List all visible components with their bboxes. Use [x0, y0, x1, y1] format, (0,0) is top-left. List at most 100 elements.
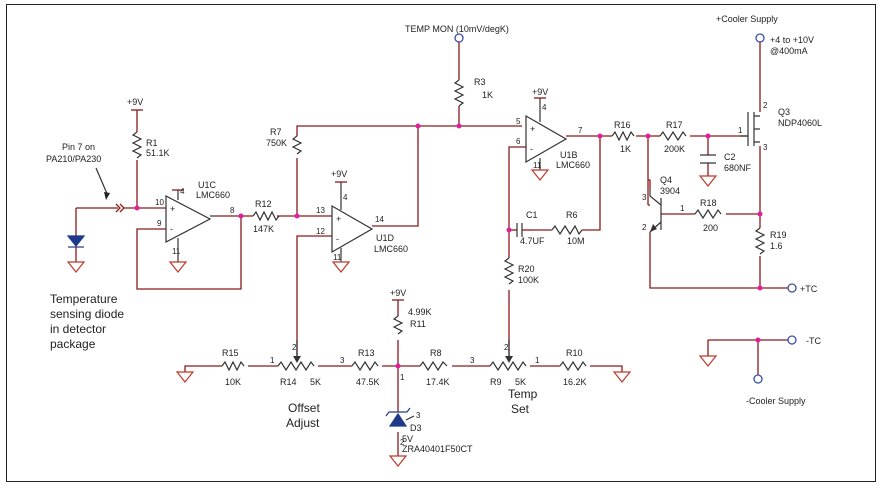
- svg-text:9: 9: [157, 219, 162, 228]
- u1d-ref: U1D: [376, 233, 395, 243]
- r19-symbol: [754, 227, 766, 255]
- d3-zener: [388, 412, 408, 427]
- c2-value: 680NF: [724, 163, 752, 173]
- r14-wiper-arrow: [293, 356, 301, 363]
- plus-tc-label: +TC: [800, 284, 818, 294]
- minus-tc-label: -TC: [806, 336, 821, 346]
- r14-symbol: [277, 360, 315, 372]
- q3-symbol: [740, 112, 760, 146]
- svg-text:2: 2: [504, 343, 509, 352]
- wires: [75, 42, 788, 456]
- c1-symbol: [516, 223, 523, 237]
- svg-text:1: 1: [680, 204, 685, 213]
- pin7-label-1: Pin 7 on: [62, 142, 95, 152]
- temp-mon-label: TEMP MON (10mV/degK): [405, 24, 509, 34]
- svg-text:11: 11: [333, 253, 342, 262]
- svg-text:13: 13: [316, 206, 325, 215]
- ground-d3: [388, 455, 408, 467]
- r3-value: 1K: [482, 90, 493, 100]
- r14-value: 5K: [310, 377, 321, 387]
- svg-text:2: 2: [642, 223, 647, 232]
- svg-text:3: 3: [642, 193, 647, 202]
- r12-symbol: [252, 210, 280, 222]
- op-amps: + - + - + -: [165, 98, 568, 262]
- r15-ref: R15: [222, 348, 239, 358]
- d3-part: ZRA40401F50CT: [402, 444, 473, 454]
- r6-value: 10M: [567, 236, 585, 246]
- ground-u1b: [530, 169, 550, 181]
- plus9v-label-u1d: +9V: [331, 169, 347, 179]
- plus9v-label-r1: +9V: [127, 97, 143, 107]
- plus-tc-terminal: [787, 283, 797, 293]
- ground-u1d: [331, 261, 351, 273]
- plus9v-label-u1b: +9V: [532, 87, 548, 97]
- u1d-value: LMC660: [374, 244, 408, 254]
- r15-value: 10K: [225, 377, 241, 387]
- u1b-value: LMC660: [556, 160, 590, 170]
- r15-symbol: [221, 360, 245, 372]
- svg-text:3: 3: [340, 356, 345, 365]
- r16-value: 1K: [620, 144, 631, 154]
- svg-text:1: 1: [738, 126, 743, 135]
- r11-value: 4.99K: [408, 307, 432, 317]
- q4-ref: Q4: [660, 175, 672, 185]
- svg-text:2: 2: [400, 438, 405, 447]
- svg-text:11: 11: [172, 247, 181, 256]
- minus-cooler-supply-label: -Cooler Supply: [746, 396, 806, 406]
- r13-ref: R13: [358, 348, 375, 358]
- svg-text:4: 4: [180, 187, 185, 196]
- ground-c2: [698, 175, 718, 187]
- svg-text:4: 4: [542, 103, 547, 112]
- r10-ref: R10: [566, 348, 583, 358]
- svg-text:3: 3: [763, 143, 768, 152]
- r18-symbol: [694, 208, 722, 220]
- cooler-supply-top-label: +Cooler Supply: [716, 14, 778, 24]
- resistors: [131, 79, 766, 372]
- ground-minus-tc: [698, 355, 718, 367]
- pin-numbers: 10 9 8 4 11 13 12 14 4 11 5 6 7 4 11 2 1…: [155, 101, 768, 447]
- svg-text:-: -: [170, 224, 173, 234]
- r13-symbol: [351, 360, 379, 372]
- supply-current-label: @400mA: [770, 46, 808, 56]
- r7-symbol: [291, 135, 303, 155]
- u1c-triangle: [165, 195, 212, 243]
- r18-value: 200: [703, 223, 718, 233]
- r12-value: 147K: [253, 224, 274, 234]
- r20-value: 100K: [518, 275, 539, 285]
- r9-value: 5K: [515, 377, 526, 387]
- q4-value: 3904: [660, 186, 680, 196]
- grounds: [66, 169, 718, 467]
- svg-text:+: +: [170, 204, 175, 214]
- r19-ref: R19: [770, 230, 787, 240]
- svg-text:4: 4: [343, 193, 348, 202]
- junctions: [134, 123, 763, 369]
- plus9v-label-r11: +9V: [390, 288, 406, 298]
- minus-cooler-supply-terminal: [753, 374, 763, 384]
- q4-symbol: [649, 190, 662, 233]
- r9-wiper-arrow: [505, 356, 513, 363]
- r6-ref: R6: [566, 210, 578, 220]
- r3-symbol: [453, 79, 465, 107]
- svg-text:2: 2: [763, 101, 768, 110]
- r1-value: 51.1K: [146, 148, 170, 158]
- r6-symbol: [551, 224, 583, 236]
- svg-text:3: 3: [470, 356, 475, 365]
- offset-label-1: Offset: [288, 401, 320, 415]
- sensor-label-3: in detector: [50, 322, 106, 336]
- cooler-supply-terminal: [755, 33, 765, 43]
- r16-symbol: [611, 130, 635, 142]
- u1c-ref: U1C: [198, 180, 217, 190]
- r13-value: 47.5K: [356, 377, 380, 387]
- r7-ref: R7: [270, 127, 282, 137]
- svg-text:+: +: [530, 124, 535, 134]
- svg-text:+: +: [336, 214, 341, 224]
- r14-ref: R14: [280, 377, 297, 387]
- u1d-triangle: [331, 204, 374, 254]
- ground-sensor: [66, 261, 86, 273]
- transistors: [648, 112, 760, 233]
- r17-symbol: [659, 130, 687, 142]
- u1b-ref: U1B: [560, 150, 578, 160]
- schematic-frame: [6, 4, 876, 482]
- svg-text:3: 3: [416, 411, 421, 420]
